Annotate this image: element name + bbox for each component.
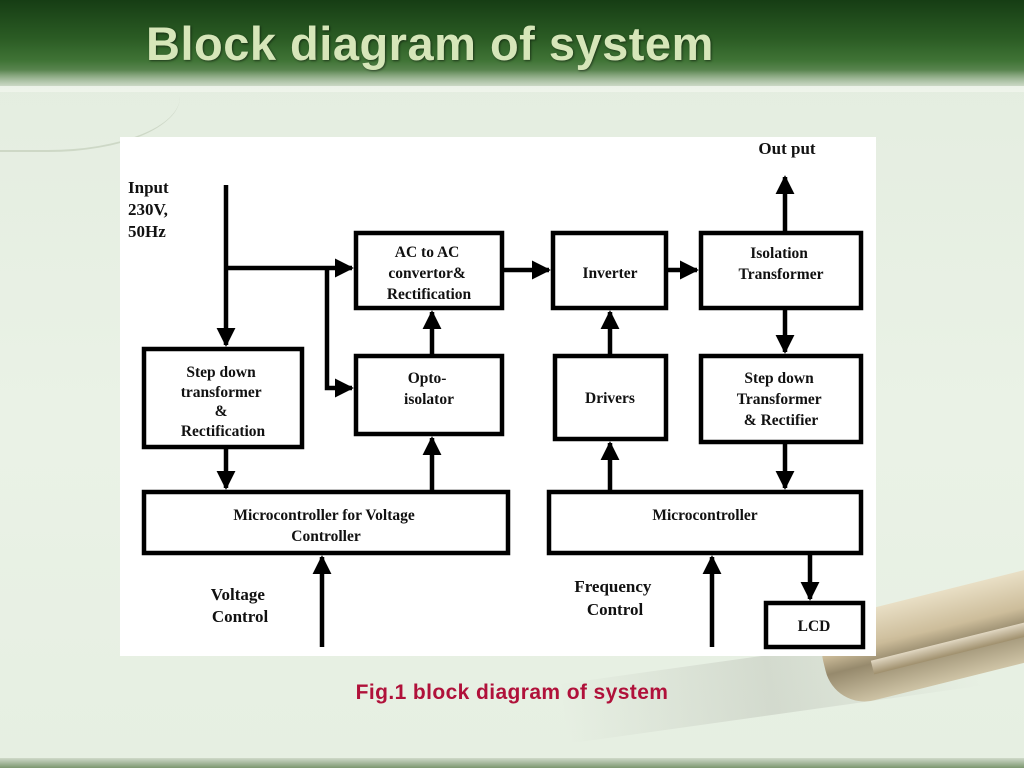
block-lcd	[763, 600, 866, 650]
label-voltage-control: Voltage Control	[211, 585, 269, 626]
label-drivers: Drivers	[585, 390, 635, 407]
label-input: Input 230V, 50Hz	[128, 178, 173, 241]
block-step-down-left	[141, 346, 305, 450]
label-inverter: Inverter	[582, 265, 637, 282]
block-isolation-transformer	[698, 230, 864, 311]
block-drivers	[552, 353, 669, 442]
header-sheen	[0, 70, 1024, 92]
label-step-down-left: Step down transformer & Rectification	[181, 364, 266, 440]
line-to-opto	[324, 268, 354, 398]
label-opto-isolator: Opto- isolator	[404, 370, 454, 408]
label-frequency-control: Frequency Control	[574, 577, 655, 619]
slide-title: Block diagram of system	[146, 17, 714, 70]
block-opto-isolator	[353, 353, 505, 437]
diagram-frame: AC to AC convertor& Rectification Invert…	[120, 137, 876, 656]
block-diagram: AC to AC convertor& Rectification Invert…	[128, 139, 866, 650]
bottom-border	[0, 758, 1024, 768]
block-inverter	[550, 230, 669, 311]
block-step-down-right	[698, 353, 864, 445]
label-microcontroller: Microcontroller	[652, 507, 757, 524]
block-ac-to-ac	[353, 230, 505, 311]
block-mc-voltage	[141, 489, 511, 556]
block-microcontroller	[546, 489, 864, 556]
label-step-down-right: Step down Transformer & Rectifier	[737, 370, 826, 429]
label-mc-voltage: Microcontroller for Voltage Controller	[233, 507, 418, 545]
figure-caption: Fig.1 block diagram of system	[355, 681, 669, 704]
label-lcd: LCD	[798, 618, 831, 635]
label-isolation-transformer: Isolation Transformer	[739, 245, 824, 283]
label-output: Out put	[758, 139, 815, 158]
label-ac-to-ac: AC to AC convertor& Rectification	[387, 244, 472, 303]
